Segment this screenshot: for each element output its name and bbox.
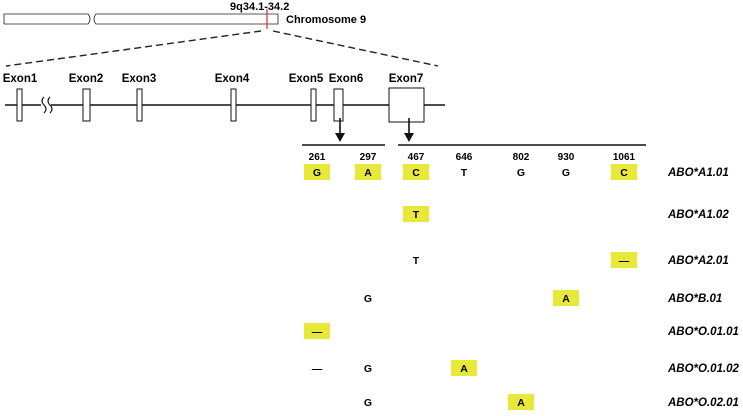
chromosome-label: Chromosome 9 — [286, 14, 366, 26]
position-label-261: 261 — [309, 152, 326, 163]
allele-name: ABO*O.01.01 — [667, 326, 739, 338]
variant-base: — — [312, 326, 323, 338]
exon3-label: Exon3 — [122, 73, 157, 85]
variant-base: A — [364, 167, 372, 179]
variant-base: G — [364, 293, 372, 305]
variant-base: A — [517, 397, 525, 409]
allele-name: ABO*O.02.01 — [667, 397, 739, 409]
position-label-1061: 1061 — [613, 152, 636, 163]
variant-base: — — [619, 255, 630, 267]
allele-name: ABO*A2.01 — [667, 255, 729, 267]
variant-highlight — [355, 164, 381, 180]
exon4-box — [230, 88, 237, 122]
position-label-297: 297 — [360, 152, 377, 163]
zoom-line-left — [5, 30, 262, 67]
variant-base: G — [313, 167, 321, 179]
variant-highlight — [611, 164, 637, 180]
variant-base: G — [517, 167, 525, 179]
exon3-box — [136, 88, 143, 122]
variant-highlight — [304, 164, 330, 180]
variant-base: G — [364, 397, 372, 409]
exon2-box — [82, 88, 91, 122]
allele-name: ABO*A1.01 — [667, 167, 729, 179]
position-label-467: 467 — [408, 152, 425, 163]
variant-base: C — [620, 167, 628, 179]
variant-highlight — [508, 394, 534, 410]
chromosome-arm-q — [93, 13, 279, 25]
exon7-box — [388, 87, 425, 123]
variant-base: C — [412, 167, 420, 179]
exon5-label: Exon5 — [289, 73, 324, 85]
variant-base: A — [562, 293, 570, 305]
variant-highlight — [403, 206, 429, 222]
variant-highlight — [611, 252, 637, 268]
variant-highlight — [553, 290, 579, 306]
exon6-arrow-icon — [335, 118, 345, 142]
variant-highlight — [304, 323, 330, 339]
chromosome-band-label: 9q34.1-34.2 — [230, 1, 289, 13]
variant-base: T — [413, 255, 420, 267]
gene-break-icon — [41, 96, 53, 114]
variant-base: G — [562, 167, 570, 179]
zoom-line-right — [272, 30, 439, 67]
exon1-label: Exon1 — [3, 73, 38, 85]
variant-highlight — [451, 360, 477, 376]
exon6-label: Exon6 — [329, 73, 364, 85]
allele-name: ABO*B.01 — [667, 293, 722, 305]
abo-gene-structure: Exon1 Exon2 Exon3 Exon4 Exon5 Exon6 Exon7 — [3, 73, 445, 123]
position-label-802: 802 — [513, 152, 530, 163]
variant-base: T — [461, 167, 468, 179]
exon5-box — [310, 88, 317, 122]
exon2-label: Exon2 — [69, 73, 104, 85]
chromosome-arm-p — [3, 13, 91, 25]
variant-base: A — [460, 363, 468, 375]
gene-break-gap — [41, 97, 51, 113]
variant-base: — — [312, 363, 323, 375]
exon4-label: Exon4 — [215, 73, 250, 85]
exon1-box — [16, 88, 23, 122]
variant-base: G — [364, 363, 372, 375]
exon7-arrow-icon — [404, 118, 414, 142]
allele-name: ABO*A1.02 — [667, 209, 729, 221]
position-label-646: 646 — [456, 152, 473, 163]
position-label-930: 930 — [558, 152, 575, 163]
variant-highlight — [403, 164, 429, 180]
allele-name: ABO*O.01.02 — [667, 363, 740, 375]
exon7-label: Exon7 — [389, 73, 424, 85]
chromosome-ideogram: 9q34.1-34.2 Chromosome 9 — [3, 1, 366, 29]
variant-base: T — [413, 209, 420, 221]
exon6-box — [333, 88, 344, 122]
